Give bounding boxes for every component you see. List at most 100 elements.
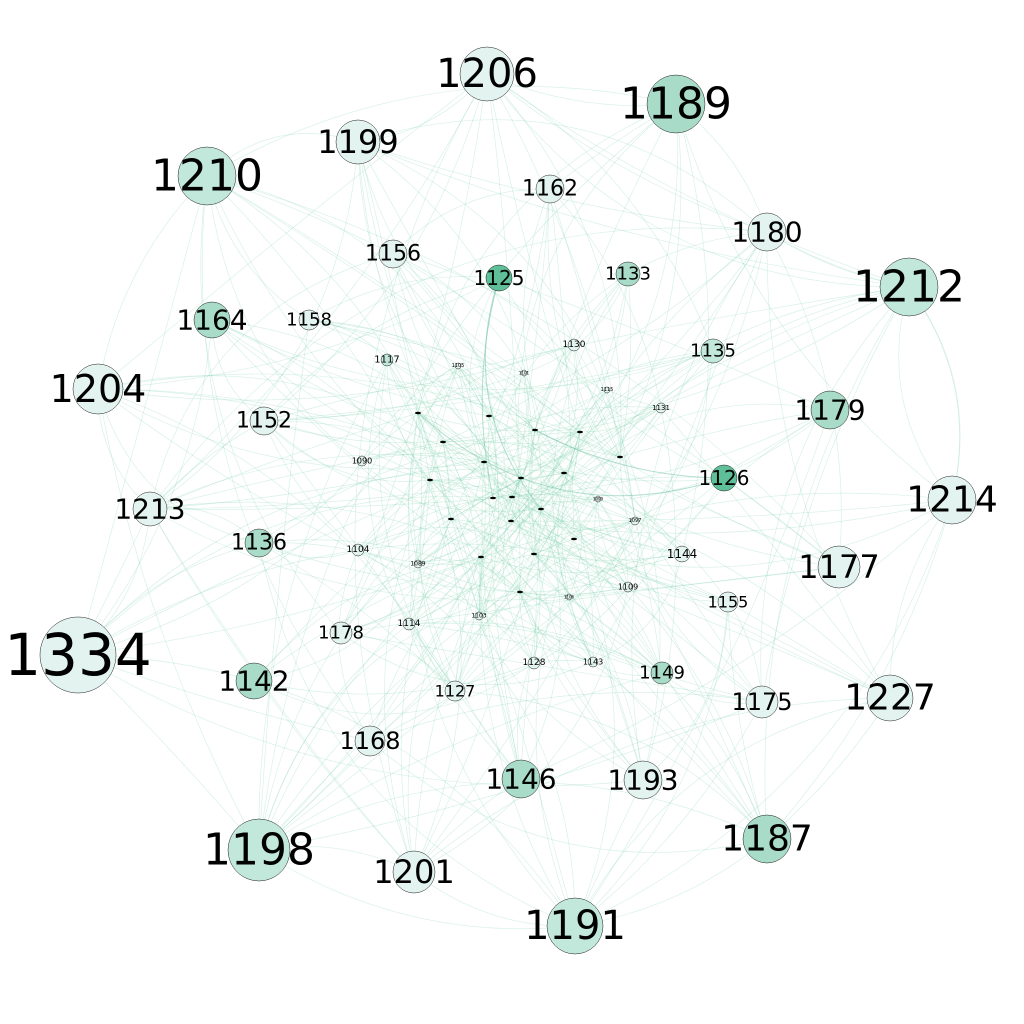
graph-edge (357, 141, 521, 593)
graph-edge (442, 231, 768, 443)
node-circle (380, 353, 394, 367)
graph-edge (486, 73, 581, 433)
graph-edge (480, 553, 683, 573)
graph-edge (357, 141, 768, 840)
graph-edge (481, 277, 500, 499)
graph-edge (519, 591, 570, 601)
node-circle (356, 455, 368, 467)
graph-edge (258, 591, 521, 851)
graph-edge (429, 479, 891, 699)
graph-edge (520, 499, 953, 780)
graph-edge (579, 273, 629, 433)
graph-edge (77, 468, 565, 656)
graph-edge (503, 372, 535, 555)
graph-edge (206, 86, 677, 177)
graph-edge (442, 441, 636, 522)
node-circle (650, 661, 674, 685)
graph-edge (520, 508, 561, 780)
node-label: 1210 (151, 151, 263, 202)
node-label: 1198 (203, 825, 315, 876)
graph-edge (498, 277, 725, 479)
graph-edge (417, 231, 768, 565)
graph-edge (429, 479, 768, 840)
graph-node: 1199 (317, 119, 399, 165)
graph-edge (454, 591, 521, 692)
node-circle (485, 264, 513, 292)
graph-edge (77, 496, 494, 656)
graph-edge (510, 372, 530, 522)
graph-edge (417, 412, 422, 565)
node-label: 1187 (721, 819, 813, 860)
graph-edge (642, 407, 677, 781)
graph-edge (488, 415, 629, 588)
graph-edge (454, 553, 683, 692)
graph-edge (534, 429, 840, 568)
node-label: 1125 (474, 266, 525, 290)
graph-edge (308, 276, 500, 321)
graph-edge (258, 319, 310, 851)
graph-edge (97, 277, 500, 390)
node-circle (622, 581, 634, 593)
graph-edge (417, 412, 570, 598)
graph-edge (357, 549, 576, 927)
graph-edge (675, 103, 709, 555)
node-label: 1155 (708, 593, 749, 612)
graph-edge (519, 591, 644, 781)
graph-edge (486, 73, 622, 458)
hub-node (415, 411, 421, 415)
node-circle (132, 491, 168, 527)
graph-node: 1109 (618, 581, 638, 593)
graph-edge (574, 601, 729, 927)
graph-edge (478, 477, 522, 617)
graph-edge (483, 461, 729, 603)
graph-node: 1177 (798, 545, 880, 589)
graph-edge (519, 591, 768, 840)
graph-edge (258, 623, 410, 851)
graph-edge (417, 412, 683, 555)
graph-edge (450, 518, 663, 674)
graph-edge (211, 319, 714, 390)
graph-edge (340, 365, 459, 634)
graph-edge (206, 175, 452, 520)
node-label: 1135 (690, 341, 736, 362)
graph-edge (486, 73, 714, 352)
graph-edge (557, 472, 594, 663)
graph-edge (357, 119, 768, 233)
graph-edge (457, 365, 541, 664)
graph-edge (533, 492, 953, 555)
graph-node: 1127 (435, 680, 475, 702)
graph-node: 1101 (519, 369, 530, 377)
graph-node: 1180 (731, 212, 803, 252)
graph-edge (263, 350, 714, 422)
graph-edge (357, 141, 910, 288)
node-circle (527, 656, 541, 670)
graph-edge (258, 103, 677, 851)
graph-edge (502, 477, 535, 664)
graph-node: 1131 (652, 402, 670, 414)
node-label: 1213 (114, 493, 185, 526)
graph-edge (211, 319, 431, 481)
graph-edge (534, 429, 725, 479)
node-circle (535, 174, 565, 204)
graph-edge (253, 556, 482, 682)
graph-edge (547, 188, 683, 555)
graph-edge (417, 412, 725, 482)
graph-node: 1187 (721, 814, 813, 864)
graph-edge (483, 350, 714, 463)
graph-edge (408, 479, 431, 625)
graph-edge (77, 365, 459, 656)
graph-edge (442, 286, 910, 443)
graph-edge (533, 553, 683, 561)
graph-edge (340, 496, 513, 634)
graph-edge (340, 496, 513, 634)
graph-edge (533, 508, 542, 664)
graph-edge (258, 591, 521, 851)
graph-edge (579, 431, 763, 703)
graph-edge (258, 542, 456, 692)
hub-node (517, 590, 523, 594)
hub-node (427, 478, 433, 482)
node-label: 1106 (564, 595, 575, 600)
graph-edge (573, 350, 714, 540)
graph-edge (408, 622, 663, 674)
graph-edge (511, 389, 608, 498)
